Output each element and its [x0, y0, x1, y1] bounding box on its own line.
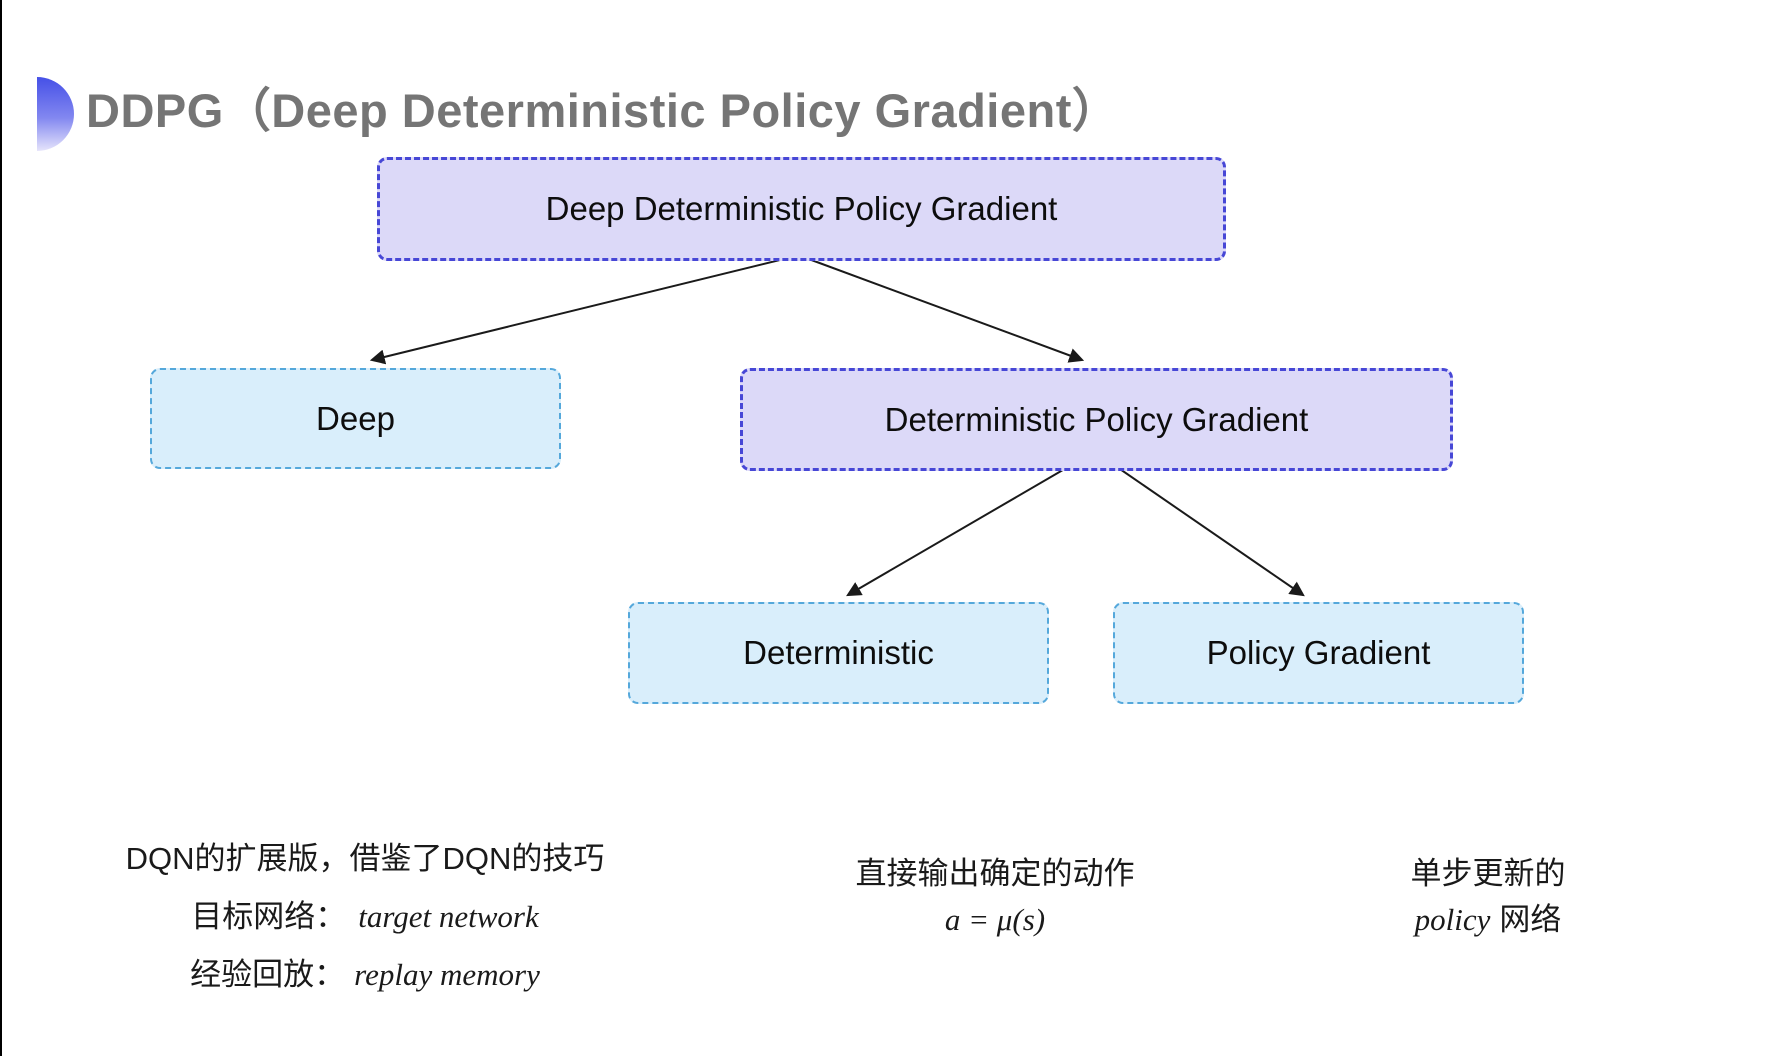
page-title: DDPG（Deep Deterministic Policy Gradient） [86, 84, 1120, 137]
arrow-dpg-to-policy-gradient [1116, 466, 1305, 597]
policy-gradient-notes-line1: 单步更新的 [1410, 856, 1566, 891]
deep-notes: DQN的扩展版，借鉴了DQN的技巧 目标网络：target network 经验… [95, 830, 635, 1004]
deterministic-notes: 直接输出确定的动作 a = μ(s) [795, 851, 1195, 943]
node-deep-deterministic-policy-gradient: Deep Deterministic Policy Gradient [377, 157, 1226, 261]
deep-notes-line2: 目标网络：target network [191, 899, 539, 934]
deep-notes-line3: 经验回放：replay memory [190, 957, 540, 992]
left-edge-line [0, 0, 2, 1056]
node-policy-gradient: Policy Gradient [1113, 602, 1524, 704]
blue-semicircle-icon [37, 77, 74, 151]
node-deterministic-policy-gradient: Deterministic Policy Gradient [740, 368, 1453, 471]
arrow-root-to-deep [369, 257, 789, 365]
deep-notes-line1: DQN的扩展版，借鉴了DQN的技巧 [125, 841, 605, 876]
arrow-root-to-dpg [805, 257, 1085, 363]
deterministic-notes-formula: a = μ(s) [944, 902, 1046, 937]
node-deep: Deep [150, 368, 561, 469]
node-deterministic: Deterministic [628, 602, 1049, 704]
deterministic-notes-line1: 直接输出确定的动作 [855, 856, 1135, 891]
arrow-dpg-to-deterministic [846, 466, 1069, 597]
